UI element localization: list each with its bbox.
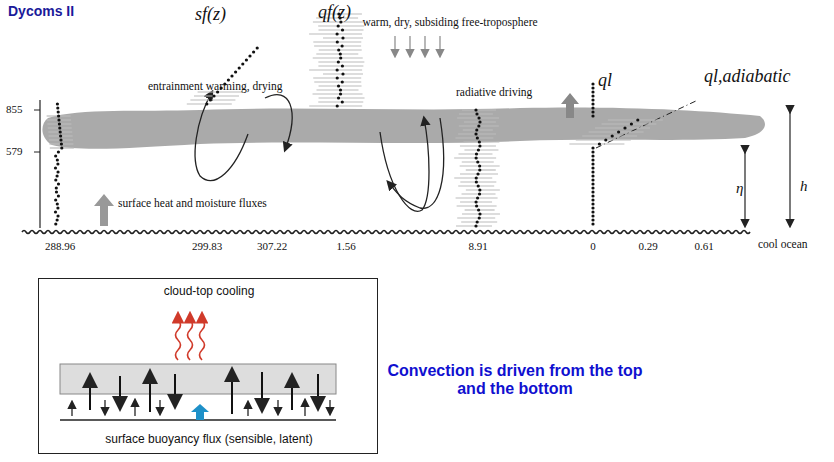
inset-box: cloud-top cooling surface buoyancy flux (… [38, 278, 378, 454]
axis-value: 8.91 [468, 240, 487, 253]
summary-text: Convection is driven from the top and th… [385, 362, 645, 399]
axis-value: 0.61 [694, 240, 713, 253]
cloud-layer [42, 107, 765, 148]
annotation-text: radiative driving [456, 86, 532, 99]
profile-label: ql,adiabatic [704, 66, 791, 87]
diagram-title: Dycoms II [8, 3, 74, 19]
axis-value: 0 [590, 240, 596, 253]
height-value: 579 [6, 145, 23, 158]
ocean-surface [22, 231, 750, 234]
ocean-label: cool ocean [758, 238, 808, 251]
axis-value: 299.83 [192, 240, 222, 253]
profile-label: ql [598, 70, 612, 91]
height-symbol: η [736, 180, 743, 197]
height-value: 855 [6, 103, 23, 116]
axis-value: 0.29 [638, 240, 657, 253]
height-symbol: h [800, 178, 808, 195]
inset-heading: cloud-top cooling [164, 285, 255, 299]
axis-value: 288.96 [45, 240, 75, 253]
profile-label: sf(z) [195, 4, 226, 25]
annotation-text: surface heat and moisture fluxes [118, 197, 267, 210]
inset-caption: surface buoyancy flux (sensible, latent) [105, 433, 312, 447]
annotation-text: entrainment warming, drying [148, 80, 282, 93]
axis-value: 307.22 [257, 240, 287, 253]
annotation-text: warm, dry, subsiding free-troposphere [362, 16, 537, 29]
profile-label: qf(z) [318, 2, 351, 23]
axis-value: 1.56 [336, 240, 355, 253]
